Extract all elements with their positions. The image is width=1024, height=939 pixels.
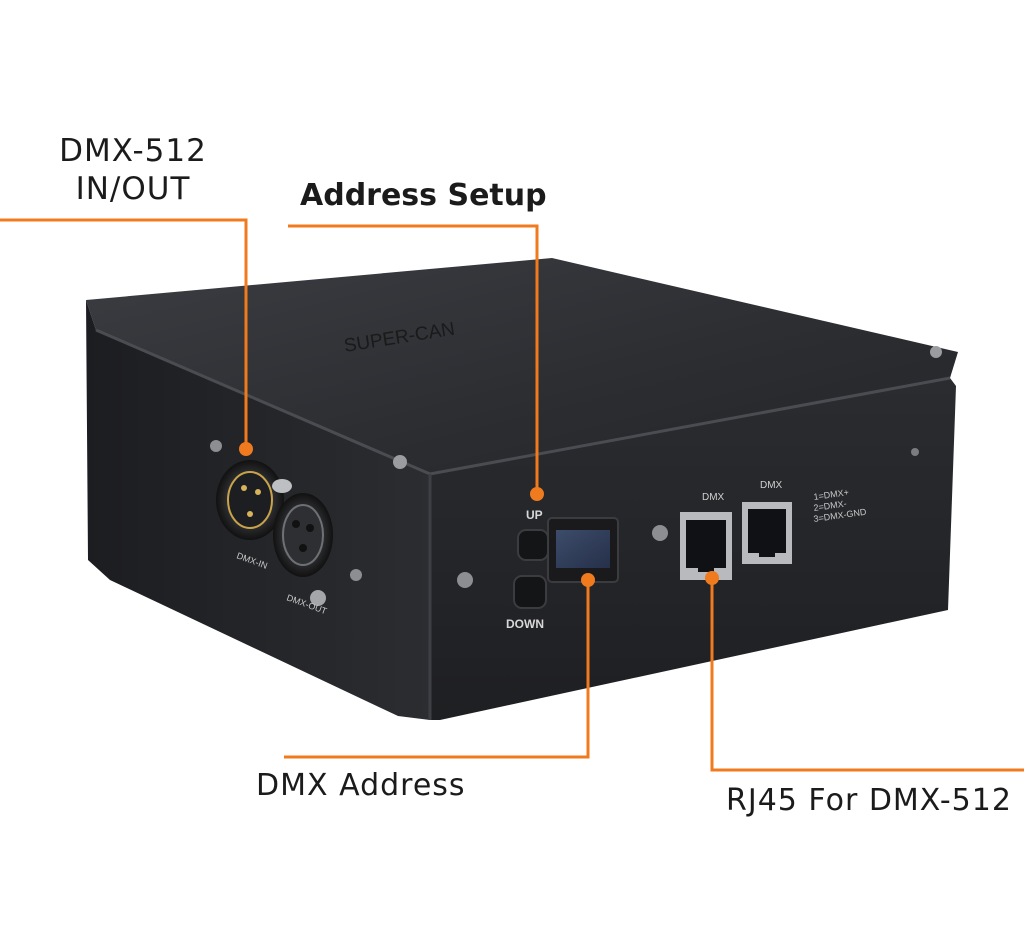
xlr-in-connector <box>216 460 284 540</box>
callout-dmx-in-out-line1: DMX-512 <box>59 133 207 169</box>
screw-icon <box>911 448 919 456</box>
up-button[interactable] <box>517 529 549 561</box>
callout-line-dmx-address <box>284 582 590 759</box>
rj45-left-label: DMX <box>702 492 725 503</box>
callout-dmx-in-out: DMX-512 IN/OUT <box>48 132 218 208</box>
callout-lines <box>0 218 1024 772</box>
rj45-port-right <box>742 502 792 564</box>
down-label: DOWN <box>506 617 544 631</box>
callout-line-address-setup <box>288 224 539 492</box>
callout-line-dmx-in-out <box>0 218 248 445</box>
pinout-line-1: 1=DMX+ <box>813 487 850 502</box>
screw-icon <box>350 569 362 581</box>
screw-icon <box>393 455 407 469</box>
callout-address-setup: Address Setup <box>300 178 547 213</box>
lcd-screen <box>556 530 610 568</box>
screw-icon <box>310 590 326 606</box>
pinout-line-2: 2=DMX- <box>813 498 847 513</box>
down-button[interactable] <box>513 575 547 609</box>
callout-dmx-address: DMX Address <box>256 768 466 803</box>
up-label: UP <box>526 508 543 522</box>
callout-dmx-in-out-line2: IN/OUT <box>75 171 191 207</box>
callout-rj45: RJ45 For DMX-512 <box>726 783 1012 818</box>
screw-icon <box>930 346 942 358</box>
xlr-out-connector <box>272 479 333 577</box>
screw-icon <box>210 440 222 452</box>
rj45-port-left <box>680 512 732 580</box>
callout-line-rj45 <box>710 578 1024 772</box>
callout-dots <box>239 442 719 587</box>
screw-icon <box>652 525 668 541</box>
device-top-face <box>86 258 958 474</box>
screw-icon <box>457 572 473 588</box>
rj45-right-label: DMX <box>760 480 783 491</box>
